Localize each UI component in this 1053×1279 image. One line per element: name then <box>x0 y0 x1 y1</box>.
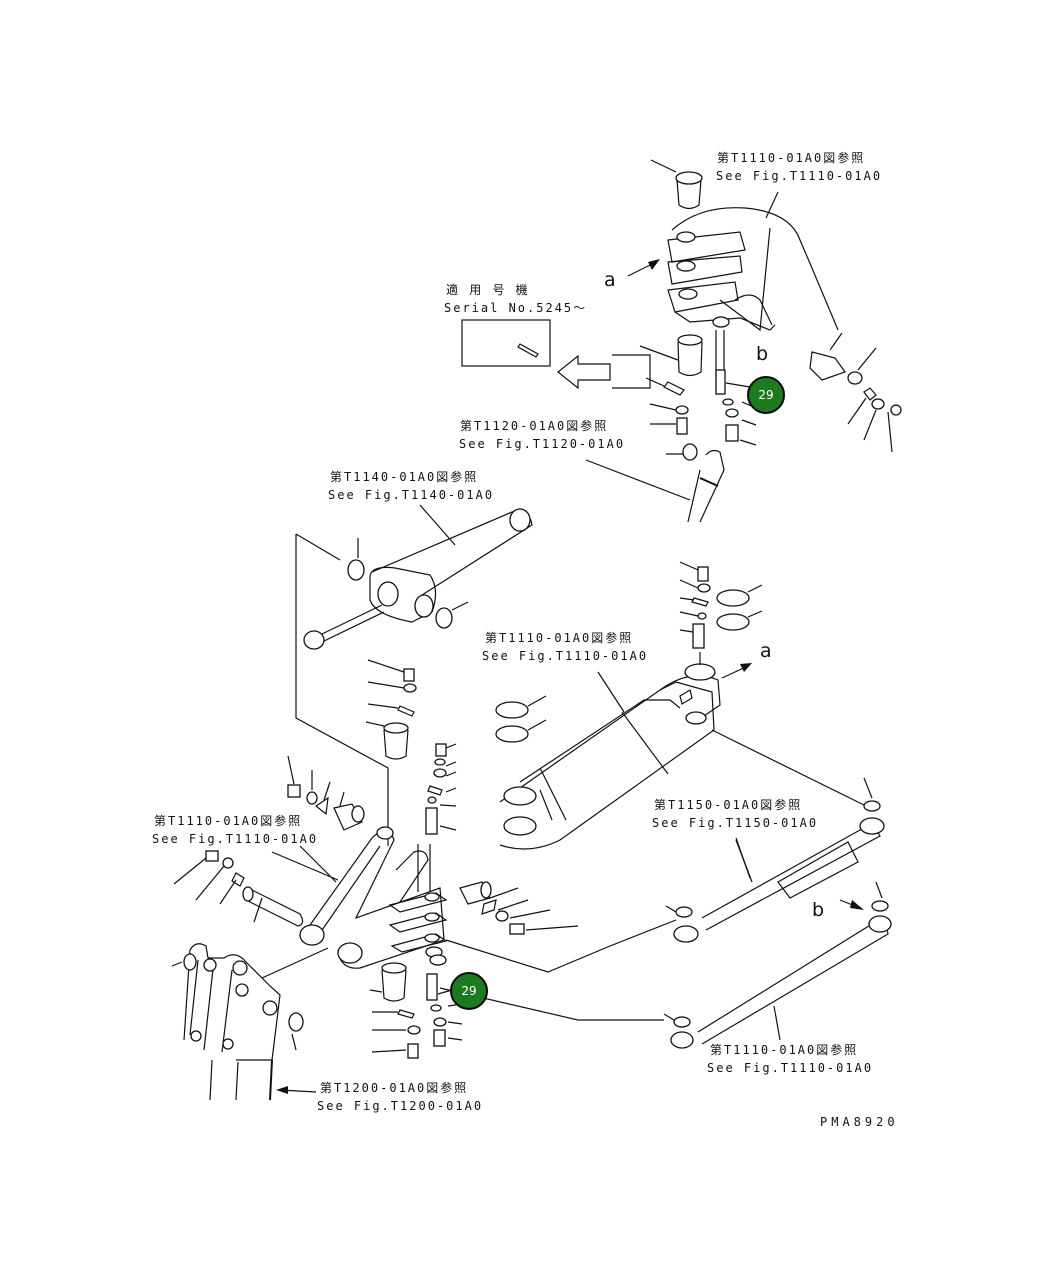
ref-label-jp: 第T1110-01A0図参照 <box>717 151 866 165</box>
ref-label-en: See Fig.T1110-01A0 <box>707 1061 874 1075</box>
ref-label-jp: 第T1110-01A0図参照 <box>154 814 303 828</box>
tie-rod-assembly <box>663 881 892 1049</box>
cylinder-assembly <box>295 504 533 846</box>
ref-label-en: See Fig.T1110-01A0 <box>482 649 649 663</box>
ref-label-jp: 第T1200-01A0図参照 <box>320 1081 469 1095</box>
top-arm-assembly <box>461 159 902 523</box>
ref-label-en: See Fig.T1110-01A0 <box>716 169 883 183</box>
callout-letter-a: a <box>604 269 616 291</box>
ref-label-en: See Fig.T1120-01A0 <box>459 437 626 451</box>
callout-letter-b: b <box>756 343 769 365</box>
serial-label-jp: 適 用 号 機 <box>446 283 530 297</box>
damper-assembly <box>665 817 885 943</box>
ref-label-en: See Fig.T1110-01A0 <box>152 832 319 846</box>
ref-label-en: See Fig.T1140-01A0 <box>328 488 495 502</box>
link-assembly <box>173 659 677 1059</box>
ref-label-jp: 第T1110-01A0図参照 <box>710 1043 859 1057</box>
callout-letter-b-lower: b <box>812 899 825 921</box>
part-callout-29[interactable]: 29 <box>450 972 488 1010</box>
ref-label-en: See Fig.T1200-01A0 <box>317 1099 484 1113</box>
ref-label-en: See Fig.T1150-01A0 <box>652 816 819 830</box>
serial-label-en: Serial No.5245～ <box>444 301 588 315</box>
drawing-number: PMA8920 <box>820 1115 899 1129</box>
callout-letter-a-lower: a <box>760 640 772 662</box>
middle-arm-assembly <box>495 561 881 850</box>
ref-label-jp: 第T1110-01A0図参照 <box>485 631 634 645</box>
boom-assembly <box>171 943 317 1101</box>
ref-label-jp: 第T1150-01A0図参照 <box>654 798 803 812</box>
ref-label-jp: 第T1120-01A0図参照 <box>460 419 609 433</box>
part-callout-29[interactable]: 29 <box>747 376 785 414</box>
ref-label-jp: 第T1140-01A0図参照 <box>330 470 479 484</box>
